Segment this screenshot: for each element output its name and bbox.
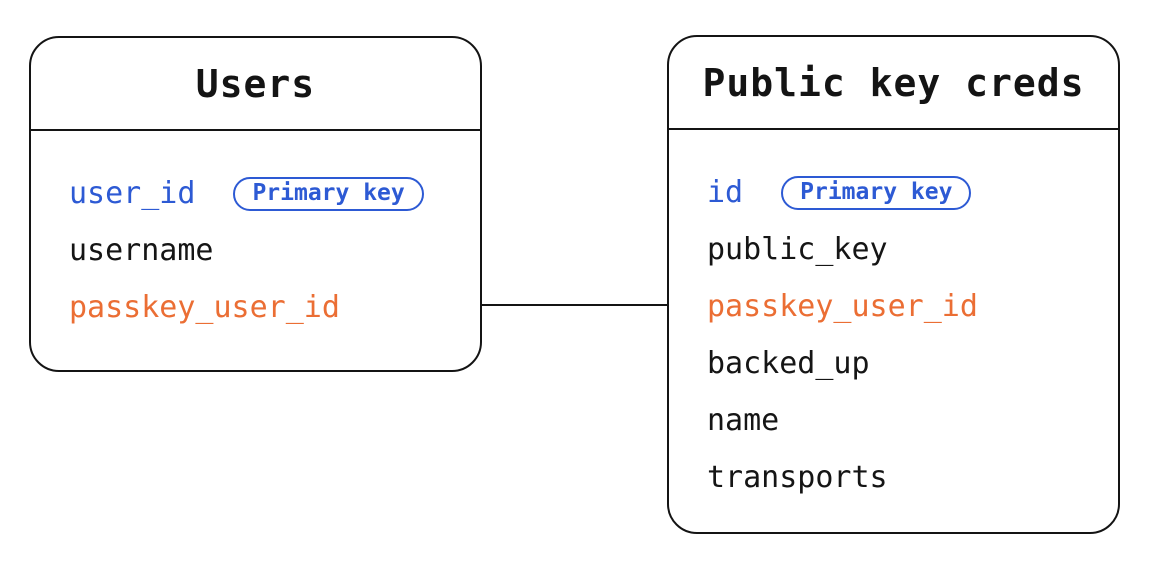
table-card-public-key-creds: Public key creds id Primary key public_k… xyxy=(667,35,1120,534)
table-row: user_id Primary key xyxy=(31,165,480,222)
primary-key-badge: Primary key xyxy=(233,176,424,211)
table-row: id Primary key xyxy=(669,164,1118,221)
table-body: id Primary key public_key passkey_user_i… xyxy=(669,130,1118,506)
table-body: user_id Primary key username passkey_use… xyxy=(31,131,480,336)
table-row: backed_up xyxy=(669,335,1118,392)
field-name-public-key: public_key xyxy=(707,232,888,267)
table-row: username xyxy=(31,222,480,279)
table-row: public_key xyxy=(669,221,1118,278)
field-name-passkey-user-id: passkey_user_id xyxy=(707,289,978,324)
table-card-users: Users user_id Primary key username passk… xyxy=(29,36,482,372)
table-title: Public key creds xyxy=(702,60,1085,105)
field-name-id: id xyxy=(707,175,744,210)
table-row: name xyxy=(669,392,1118,449)
field-name-passkey-user-id: passkey_user_id xyxy=(69,290,340,325)
field-name-username: username xyxy=(69,233,214,268)
table-row: passkey_user_id xyxy=(31,279,480,336)
table-header: Public key creds xyxy=(669,37,1118,130)
field-name-name: name xyxy=(707,403,780,438)
relationship-line xyxy=(482,304,667,306)
table-title: Users xyxy=(195,61,316,106)
primary-key-badge: Primary key xyxy=(781,175,972,210)
table-row: passkey_user_id xyxy=(669,278,1118,335)
table-row: transports xyxy=(669,449,1118,506)
table-header: Users xyxy=(31,38,480,131)
field-name-backed-up: backed_up xyxy=(707,346,870,381)
field-name-user-id: user_id xyxy=(69,176,196,211)
field-name-transports: transports xyxy=(707,460,888,495)
